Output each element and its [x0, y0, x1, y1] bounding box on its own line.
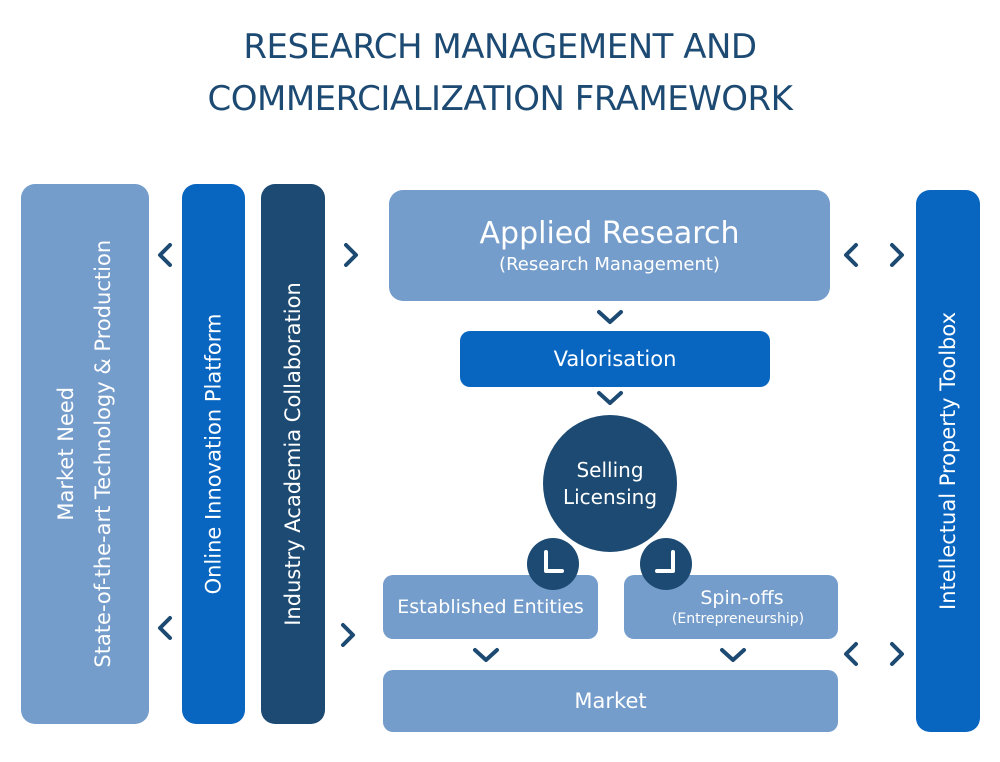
- chevron-right-icon: [338, 622, 358, 648]
- valorisation-box: Valorisation: [460, 331, 770, 387]
- licensing-label: Licensing: [562, 484, 658, 509]
- chevron-left-icon: [155, 615, 175, 641]
- market-need-column: Market Need State-of-the-art Technology …: [21, 184, 149, 724]
- market-box: Market: [383, 670, 838, 732]
- industry-academia-collaboration-label: Industry Academia Collaboration: [281, 282, 306, 626]
- intellectual-property-toolbox-column: Intellectual Property Toolbox: [916, 190, 980, 732]
- chevron-down-icon: [596, 309, 624, 325]
- applied-research-title: Applied Research: [479, 215, 740, 251]
- market-label: Market: [574, 689, 647, 713]
- state-of-the-art-label: State-of-the-art Technology & Production: [91, 240, 116, 668]
- selling-licensing-circle: Selling Licensing: [543, 415, 677, 552]
- market-need-label: Market Need: [54, 387, 79, 521]
- online-innovation-platform-label: Online Innovation Platform: [201, 313, 226, 595]
- corner-arrow-icon: [655, 550, 675, 573]
- corner-arrow-icon: [544, 550, 564, 573]
- chevron-left-icon: [841, 242, 861, 268]
- spin-offs-subtitle: (Entrepreneurship): [671, 611, 805, 628]
- established-entities-label: Established Entities: [397, 596, 584, 618]
- corner-arrow-right-circle: [640, 538, 692, 590]
- industry-academia-collaboration-column: Industry Academia Collaboration: [261, 184, 325, 724]
- selling-label: Selling: [576, 457, 644, 482]
- diagram-title-line-2: COMMERCIALIZATION FRAMEWORK: [207, 79, 793, 119]
- chevron-down-icon: [472, 647, 500, 663]
- chevron-right-icon: [887, 641, 907, 667]
- chevron-left-icon: [155, 242, 175, 268]
- chevron-down-icon: [719, 647, 747, 663]
- chevron-down-icon: [596, 390, 624, 406]
- chevron-right-icon: [887, 242, 907, 268]
- corner-arrow-left-circle: [527, 538, 579, 590]
- applied-research-box: Applied Research (Research Management): [389, 190, 830, 301]
- valorisation-label: Valorisation: [553, 347, 677, 371]
- diagram-title-line-1: RESEARCH MANAGEMENT AND: [243, 27, 757, 67]
- spin-offs-title: Spin-offs: [700, 586, 784, 609]
- intellectual-property-toolbox-label: Intellectual Property Toolbox: [936, 312, 960, 610]
- chevron-right-icon: [341, 242, 361, 268]
- applied-research-subtitle: (Research Management): [499, 253, 720, 275]
- chevron-left-icon: [841, 641, 861, 667]
- online-innovation-platform-column: Online Innovation Platform: [182, 184, 245, 724]
